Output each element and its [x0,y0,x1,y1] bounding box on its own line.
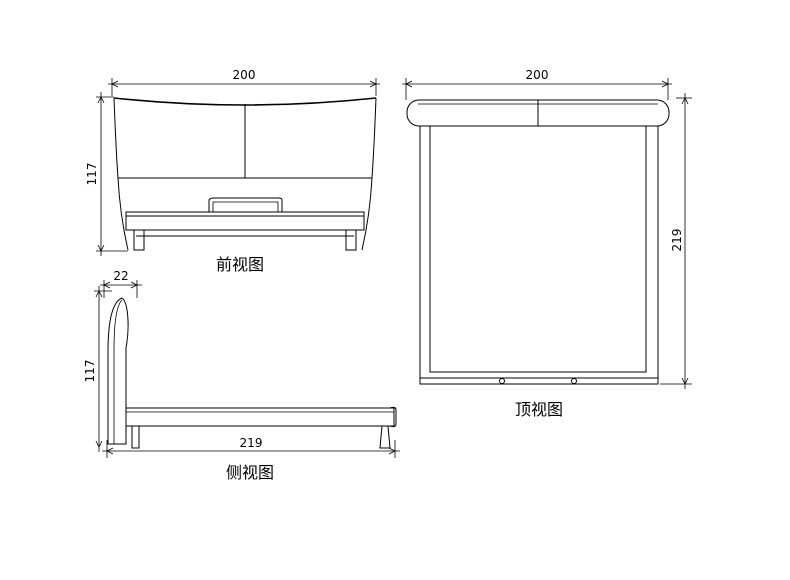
top-handle [499,377,577,385]
front-handle [208,197,283,212]
side-leg-front [131,425,140,449]
top-outer-frame [419,125,659,385]
side-thickness-label: 22 [113,269,128,283]
top-view: 200 219 顶视图 [402,68,692,419]
front-view-caption: 前视图 [216,255,264,274]
front-width-dimension: 200 [108,68,380,96]
front-platform [125,211,365,231]
front-headboard-top [113,97,377,106]
side-leg-back [379,425,391,449]
side-rail [125,407,395,427]
side-headboard [107,297,129,445]
side-length-label: 219 [240,436,263,450]
front-leg-right [345,229,357,251]
top-mattress-area [429,125,647,373]
top-view-caption: 顶视图 [515,400,563,419]
front-headboard-sides [113,97,377,179]
front-leg-left [133,229,145,251]
front-height-dimension: 117 [85,92,128,256]
top-width-label: 200 [526,68,549,82]
top-depth-dimension: 219 [660,93,692,389]
front-width-label: 200 [233,68,256,82]
side-thickness-dimension: 22 [100,269,142,298]
top-width-dimension: 200 [402,68,672,100]
side-length-dimension: 219 [102,436,400,458]
side-view-caption: 侧视图 [226,463,274,482]
front-height-label: 117 [85,163,99,186]
front-outer-frame [117,177,373,251]
side-height-dimension: 117 [83,286,112,452]
side-view: 22 117 219 侧视图 [83,269,400,482]
side-height-label: 117 [83,360,97,383]
top-depth-label: 219 [670,229,684,252]
front-view: 200 117 前视图 [85,68,380,274]
